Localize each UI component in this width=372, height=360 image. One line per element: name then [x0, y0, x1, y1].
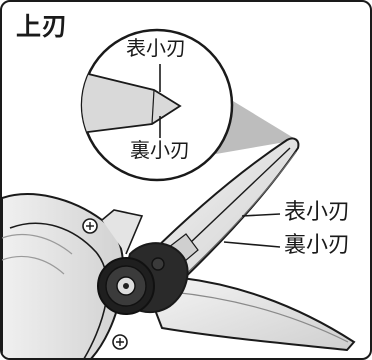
- lower-blade: [150, 276, 356, 352]
- screw-icon: [112, 334, 128, 350]
- back-edge-label: 裏小刃: [284, 233, 351, 258]
- zoom-front-edge-label: 表小刃: [126, 36, 186, 60]
- zoom-circle: [80, 28, 234, 182]
- zoom-back-edge-label: 裏小刃: [130, 138, 190, 162]
- front-edge-label: 表小刃: [284, 200, 351, 225]
- screw-icon: [82, 218, 98, 234]
- diagram-title: 上刃: [16, 12, 69, 41]
- pivot-bolt-icon: [97, 242, 189, 315]
- leader-front: [241, 213, 281, 217]
- leader-back: [223, 241, 281, 248]
- zoom-pointer: [216, 98, 297, 154]
